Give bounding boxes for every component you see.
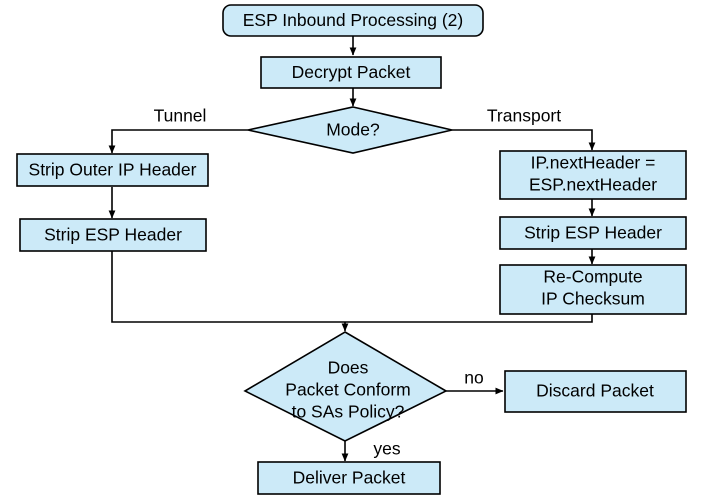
node-set-next-header-label-line2: ESP.nextHeader (529, 175, 657, 195)
edge-stripespleft-to-merge (111, 251, 345, 323)
edge-label-transport: Transport (487, 106, 561, 126)
node-strip-esp-header-left-shape (19, 218, 207, 252)
node-strip-esp-header-left-label: Strip ESP Header (44, 225, 182, 245)
node-decrypt-packet-shape (260, 56, 442, 89)
node-mode-decision-label: Mode? (326, 120, 380, 140)
connector-layer (108, 36, 596, 462)
node-set-next-header-shape (499, 150, 687, 200)
node-mode-decision-shape (247, 106, 453, 154)
node-deliver-packet-label: Deliver Packet (293, 468, 406, 488)
node-deliver-packet[interactable]: Deliver Packet (257, 461, 441, 495)
node-strip-esp-header-right-label: Strip ESP Header (524, 223, 662, 243)
node-decrypt-packet-label: Decrypt Packet (292, 62, 411, 82)
edge-label-no: no (464, 368, 483, 388)
node-strip-esp-header-right-shape (499, 216, 687, 250)
node-set-next-header-label-line1: IP.nextHeader = (531, 153, 656, 173)
node-conform-decision-shape (243, 331, 448, 442)
node-strip-esp-header-left[interactable]: Strip ESP Header (19, 218, 207, 252)
node-strip-outer-ip-header-label: Strip Outer IP Header (29, 160, 197, 180)
node-discard-packet[interactable]: Discard Packet (504, 370, 687, 413)
node-start-label: ESP Inbound Processing (2) (243, 10, 464, 30)
node-discard-packet-label: Discard Packet (536, 381, 654, 401)
node-discard-packet-shape (504, 370, 687, 413)
edge-mode-transport (452, 129, 596, 151)
node-set-next-header[interactable]: IP.nextHeader = ESP.nextHeader (499, 150, 687, 200)
edge-label-tunnel: Tunnel (154, 106, 207, 126)
node-conform-decision-label-line2: Packet Conform (285, 380, 410, 400)
node-recompute-ip-checksum-label-line2: IP Checksum (541, 289, 645, 309)
edge-mode-tunnel (108, 129, 248, 154)
node-conform-decision-label-line1: Does (328, 358, 369, 378)
node-decrypt-packet[interactable]: Decrypt Packet (260, 56, 442, 89)
node-recompute-ip-checksum-shape (499, 264, 687, 315)
edge-label-yes: yes (373, 439, 400, 459)
node-recompute-ip-checksum-label-line1: Re-Compute (543, 267, 642, 287)
node-start[interactable]: ESP Inbound Processing (2) (222, 4, 484, 37)
node-conform-decision[interactable]: Does Packet Conform to SAs Policy? (243, 331, 448, 442)
node-strip-esp-header-right[interactable]: Strip ESP Header (499, 216, 687, 250)
node-strip-outer-ip-header-shape (16, 153, 209, 187)
node-conform-decision-label-line3: to SAs Policy? (292, 402, 405, 422)
node-deliver-packet-shape (257, 461, 441, 495)
node-mode-decision[interactable]: Mode? (247, 106, 453, 154)
node-recompute-ip-checksum[interactable]: Re-Compute IP Checksum (499, 264, 687, 315)
edge-recompute-to-merge (345, 314, 593, 323)
node-strip-outer-ip-header[interactable]: Strip Outer IP Header (16, 153, 209, 187)
node-start-shape (222, 4, 484, 37)
